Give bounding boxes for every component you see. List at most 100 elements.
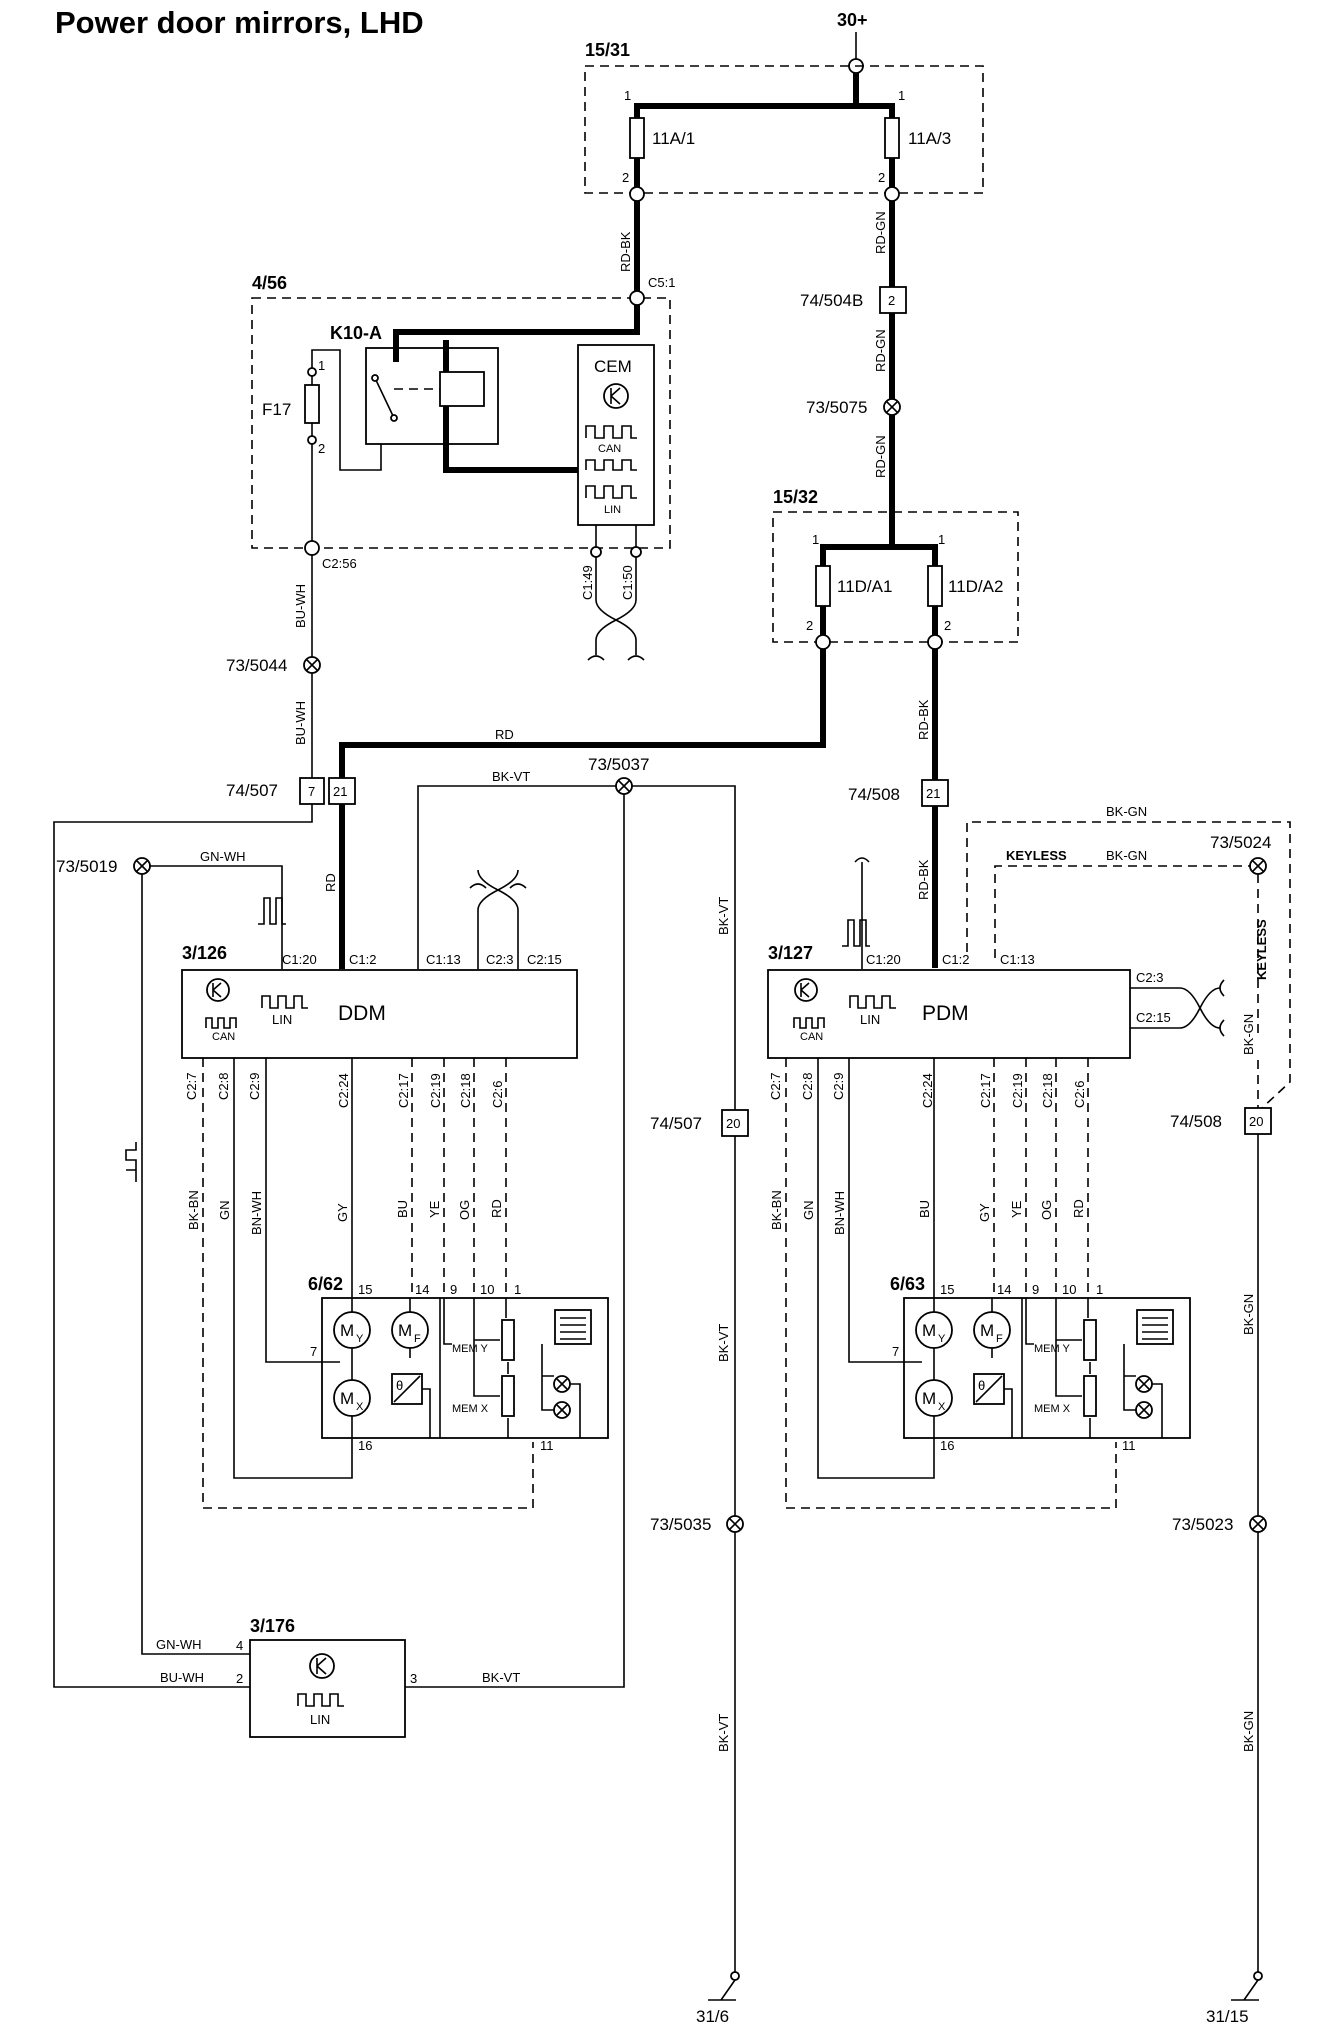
cem-conn-c51: C5:1 <box>648 275 675 290</box>
wire-bk-gn-label-2: BK-GN <box>1241 1294 1256 1335</box>
ddm-lin-label: LIN <box>272 1012 292 1027</box>
splice-73-5024 <box>1249 857 1267 875</box>
mirror-6-62-pin1: 1 <box>514 1282 521 1297</box>
conn-74-507-pin20-text: 20 <box>726 1116 740 1131</box>
mirror-6-63-pin9: 9 <box>1032 1282 1039 1297</box>
mirror-6-62-pin16: 16 <box>358 1438 372 1453</box>
cem-c149-node <box>590 546 602 558</box>
splice-73-5019 <box>133 857 151 875</box>
mirror-6-63-motor-y-sub: Y <box>938 1333 946 1345</box>
fuse-11da2-pin-in: 1 <box>938 532 945 547</box>
ddm-conn-c120: C1:20 <box>282 952 317 967</box>
mirror-6-62-internal-wiring <box>322 1298 431 1438</box>
wire-rd-gn-label-1: RD-GN <box>873 211 888 254</box>
wire-keyless-bk-gn-inner <box>994 865 1250 958</box>
mirror-6-62-motor-x: M <box>340 1389 354 1408</box>
wire-rd-bk-label: RD-BK <box>618 231 633 272</box>
cem-box-frame <box>251 297 671 549</box>
splice-73-5075-label: 73/5075 <box>806 398 867 417</box>
ddm-conn-c217: C2:17 <box>396 1073 411 1108</box>
fuse-11a3-pin-out: 2 <box>878 170 885 185</box>
mirror-6-63-id: 6/63 <box>890 1274 925 1294</box>
wire-gn-wh-label-1: GN-WH <box>200 849 246 864</box>
mirror-6-62-pins: 15 14 9 10 1 7 16 11 <box>310 1282 554 1453</box>
mirror-6-62-lamp-wiring <box>541 1344 581 1438</box>
splice-73-5023 <box>1249 1515 1267 1533</box>
mirror-6-63-pin10: 10 <box>1062 1282 1076 1297</box>
wire-pdm-gy-label: GY <box>977 1203 992 1222</box>
splice-73-5035 <box>726 1515 744 1533</box>
mirror-6-62-pot-wiring <box>443 1298 509 1438</box>
lin-module-pin2: 2 <box>236 1671 243 1686</box>
mirror-6-63-motor-f: M <box>980 1321 994 1340</box>
mirror-6-62-pot-y <box>501 1319 515 1361</box>
ground-31-15-icon <box>1231 1979 1259 2001</box>
f17-body <box>304 384 320 424</box>
conn-74-504b-pin: 2 <box>888 293 895 308</box>
wire-rd-bk-pdm-label-1: RD-BK <box>916 699 931 740</box>
wire-bk-vt-label-3: BK-VT <box>716 1324 731 1362</box>
f17-label: F17 <box>262 400 291 419</box>
ddm-can-twisted-pair <box>477 869 519 969</box>
wire-bu-wh-left-rail <box>53 804 313 1688</box>
splice-73-5044 <box>303 656 321 674</box>
mirror-6-63-lamp-1-x <box>1138 1378 1150 1390</box>
wire-bk-vt-to-3176 <box>405 794 625 1688</box>
fusebox-15-32-busbar <box>820 544 938 568</box>
lin-module-network-icon <box>309 1653 335 1679</box>
conn-74-507-pin7 <box>299 777 325 805</box>
conn-74-507-pin21-text: 21 <box>333 784 347 799</box>
ground-31-15-label: 31/15 <box>1206 2007 1249 2026</box>
keyless-label-top: KEYLESS <box>1006 848 1067 863</box>
mirror-6-62-memy: MEM Y <box>452 1343 489 1355</box>
mirror-6-63-motor-x: M <box>922 1389 936 1408</box>
mirror-6-63-pin7: 7 <box>892 1344 899 1359</box>
ddm-conn-c23: C2:3 <box>486 952 513 967</box>
wire-ddm-ye-label: YE <box>427 1200 442 1218</box>
wire-rd-gn-label-3: RD-GN <box>873 435 888 478</box>
pdm-lin-wave-icon <box>842 919 870 947</box>
mirror-6-62-motor-f: M <box>398 1321 412 1340</box>
ddm-conn-c29: C2:9 <box>247 1073 262 1100</box>
mirror-6-63-pin14: 14 <box>997 1282 1011 1297</box>
wire-pdm-ye-label: YE <box>1009 1200 1024 1218</box>
ddm-conn-c28: C2:8 <box>216 1073 231 1100</box>
wire-gn-wh-ddm <box>150 865 283 969</box>
mirror-6-63-lamp-wiring <box>1123 1344 1163 1438</box>
c256-node <box>304 540 320 556</box>
mirror-6-63-pins: 15 14 9 10 1 7 16 11 <box>892 1282 1136 1453</box>
pdm-conn-c26: C2:6 <box>1072 1081 1087 1108</box>
mirror-6-63-memx: MEM X <box>1034 1403 1071 1415</box>
mirror-6-62-memx: MEM X <box>452 1403 489 1415</box>
cem-conn-c256: C2:56 <box>322 556 357 571</box>
lin-module-wave-icon <box>297 1693 344 1707</box>
conn-74-508-pin21-text: 21 <box>926 786 940 801</box>
ddm-id: 3/126 <box>182 943 227 963</box>
pdm-lin-icon <box>849 995 896 1009</box>
fuse-11da1-body <box>815 565 831 607</box>
pdm-conn-c120: C1:20 <box>866 952 901 967</box>
f17-pin2: 2 <box>318 441 325 456</box>
pdm-top-connectors: C1:20 C1:2 C1:13 C2:3 C2:15 <box>866 952 1171 1025</box>
ddm-conn-c224: C2:24 <box>336 1073 351 1108</box>
wire-pdm-rd-label: RD <box>1071 1199 1086 1218</box>
mirror-6-62-lamp-1-x <box>556 1378 568 1390</box>
wire-bu-wh-label-3: BU-WH <box>160 1670 204 1685</box>
supply-30-label: 30+ <box>837 10 868 30</box>
splice-73-5024-label: 73/5024 <box>1210 833 1271 852</box>
f17-pin1: 1 <box>318 358 325 373</box>
wire-bk-vt-label-top: BK-VT <box>492 769 530 784</box>
wire-ddm-bk-bn <box>202 1058 534 1509</box>
relay-coil <box>439 371 485 407</box>
pdm-conn-c23: C2:3 <box>1136 970 1163 985</box>
mirror-6-63-lamp-2-x <box>1138 1404 1150 1416</box>
splice-73-5019-label: 73/5019 <box>56 857 117 876</box>
mirror-6-62-heater-slash <box>393 1375 421 1403</box>
splice-73-5044-label: 73/5044 <box>226 656 287 675</box>
splice-73-5023-label: 73/5023 <box>1172 1515 1233 1534</box>
ddm-can-label: CAN <box>212 1031 235 1043</box>
mirror-6-62-id: 6/62 <box>308 1274 343 1294</box>
wire-pdm-bn-wh-label: BN-WH <box>832 1191 847 1235</box>
wire-gn-wh-to-3176 <box>141 874 250 1655</box>
wire-ddm-rd-label: RD <box>489 1199 504 1218</box>
